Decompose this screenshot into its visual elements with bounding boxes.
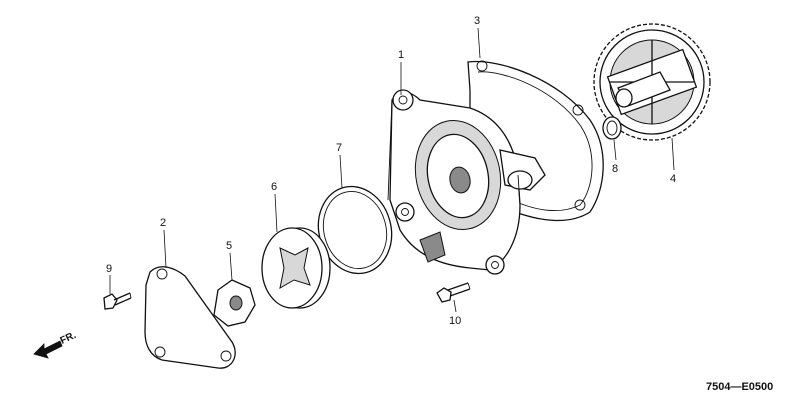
drive-gear <box>593 23 711 141</box>
part-label-1: 1 <box>398 49 404 61</box>
part-number-labels: 1 2 3 4 5 6 7 8 9 10 <box>106 15 676 327</box>
part-label-10: 10 <box>449 315 461 327</box>
part-label-6: 6 <box>271 181 277 193</box>
inner-rotor <box>213 279 256 327</box>
part-label-8: 8 <box>612 163 618 175</box>
part-label-3: 3 <box>474 15 480 27</box>
part-label-9: 9 <box>106 263 112 275</box>
part-label-2: 2 <box>160 217 166 229</box>
bolt-small <box>103 292 132 310</box>
leader-lines <box>109 27 675 313</box>
diagram-code: 7504—E0500 <box>706 381 773 393</box>
part-label-7: 7 <box>336 142 342 154</box>
front-label: FR. <box>59 330 78 347</box>
outer-rotor <box>261 227 331 309</box>
small-o-ring <box>602 116 622 140</box>
pump-cover <box>144 266 236 369</box>
front-direction-indicator: FR. <box>33 330 78 359</box>
part-label-4: 4 <box>670 173 676 185</box>
oil-pump-housing <box>387 89 546 275</box>
part-label-5: 5 <box>226 240 232 252</box>
bolt-flange <box>436 282 471 303</box>
front-arrow-icon <box>33 340 63 359</box>
